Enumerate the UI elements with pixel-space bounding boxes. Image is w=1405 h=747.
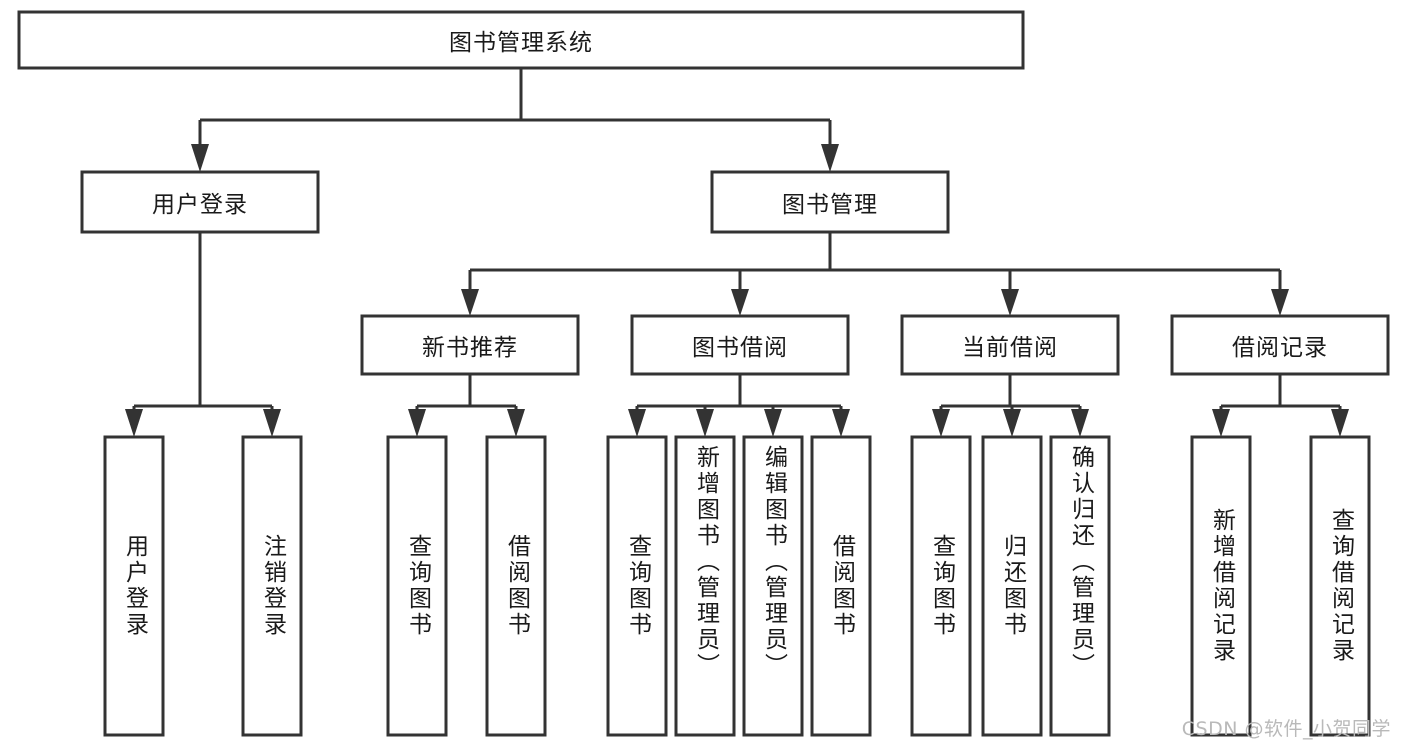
node-box-leaf-query-record[interactable] xyxy=(1309,435,1371,737)
node-box-leaf-borrow-book-1[interactable] xyxy=(485,435,547,737)
arrow-head-leaf-borrow-book-1 xyxy=(507,409,525,437)
arrow-head-leaf-return-book xyxy=(1003,409,1021,437)
node-box-leaf-add-record[interactable] xyxy=(1190,435,1252,737)
arrow-head-leaf-query-record xyxy=(1331,409,1349,437)
arrow-head-leaf-query-book-2 xyxy=(628,409,646,437)
node-box-user-login[interactable] xyxy=(80,170,320,234)
node-box-leaf-user-login[interactable] xyxy=(103,435,165,737)
node-box-leaf-borrow-book-2[interactable] xyxy=(810,435,872,737)
arrow-head-book-manage xyxy=(821,144,839,172)
node-box-leaf-user-logout[interactable] xyxy=(241,435,303,737)
arrow-head-leaf-user-login xyxy=(125,409,143,437)
node-box-book-borrow[interactable] xyxy=(630,314,850,376)
nodes-group xyxy=(17,10,1390,737)
arrow-head-leaf-query-book-1 xyxy=(408,409,426,437)
arrow-head-current-borrow xyxy=(1001,289,1019,316)
node-box-leaf-edit-book[interactable] xyxy=(742,435,804,737)
node-box-new-book-recommend[interactable] xyxy=(360,314,580,376)
node-box-root[interactable] xyxy=(17,10,1025,70)
arrow-head-borrow-record xyxy=(1271,289,1289,316)
node-box-leaf-query-book-1[interactable] xyxy=(386,435,448,737)
arrow-head-leaf-confirm-return xyxy=(1071,409,1089,437)
arrow-head-user-login xyxy=(191,144,209,172)
arrow-head-leaf-edit-book xyxy=(764,409,782,437)
node-box-leaf-query-book-3[interactable] xyxy=(910,435,972,737)
node-box-leaf-confirm-return[interactable] xyxy=(1049,435,1111,737)
arrow-head-leaf-add-record xyxy=(1212,409,1230,437)
connectors-group xyxy=(125,68,1349,437)
node-box-leaf-query-book-2[interactable] xyxy=(606,435,668,737)
node-box-borrow-record[interactable] xyxy=(1170,314,1390,376)
csdn-watermark: CSDN @软件_小贺同学 xyxy=(1181,718,1391,740)
node-box-leaf-add-book[interactable] xyxy=(674,435,736,737)
arrow-head-book-borrow xyxy=(731,289,749,316)
arrow-head-leaf-add-book xyxy=(696,409,714,437)
arrow-head-new-book-recommend xyxy=(461,289,479,316)
arrow-head-leaf-borrow-book-2 xyxy=(832,409,850,437)
node-box-book-manage[interactable] xyxy=(710,170,950,234)
arrow-head-leaf-user-logout xyxy=(263,409,281,437)
arrow-head-leaf-query-book-3 xyxy=(932,409,950,437)
node-box-current-borrow[interactable] xyxy=(900,314,1120,376)
node-box-leaf-return-book[interactable] xyxy=(981,435,1043,737)
